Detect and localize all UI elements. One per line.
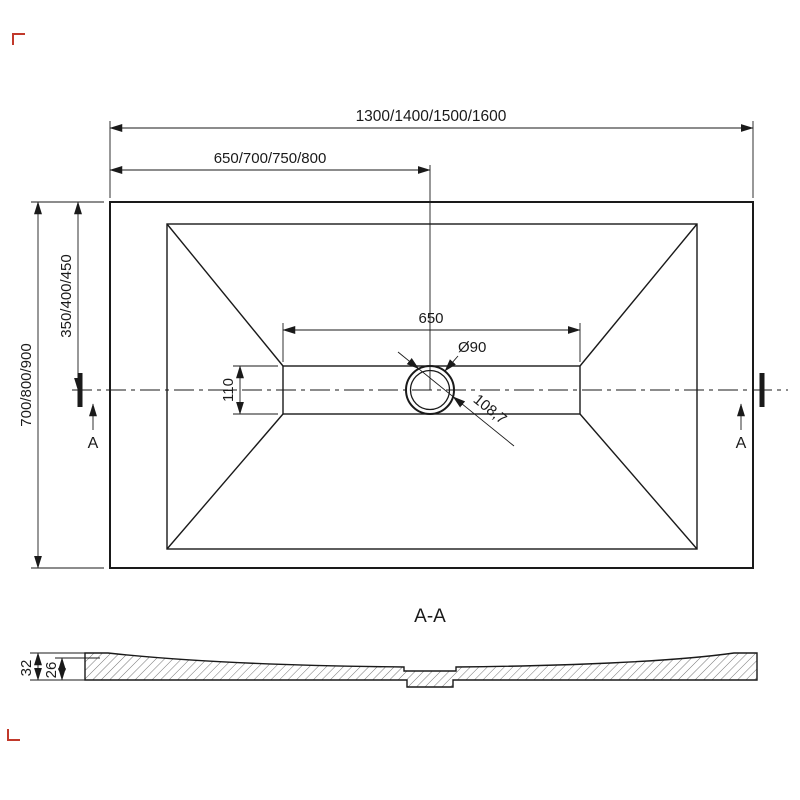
dim-flat-height-label: 110 xyxy=(220,378,237,402)
section-cut-markers: A A xyxy=(77,373,765,452)
section-view: A-A 32 26 xyxy=(18,606,758,688)
dim-section-edge-label: 26 xyxy=(43,662,60,679)
section-letter-left: A xyxy=(88,435,99,452)
registration-marks xyxy=(7,33,25,741)
registration-mark-top-left xyxy=(12,33,25,45)
dim-drain-diameter-label: Ø90 xyxy=(458,339,486,356)
tray-inner-edge xyxy=(166,223,698,550)
slope-fold-bottom-right xyxy=(579,413,698,550)
section-letter-right: A xyxy=(736,435,747,452)
section-title: A-A xyxy=(414,606,446,627)
dim-drain-diagonal-label: 108,7 xyxy=(470,391,510,428)
dim-height-overall-label: 700/800/900 xyxy=(18,343,35,426)
dim-width-half-label: 650/700/750/800 xyxy=(214,150,327,167)
section-profile xyxy=(84,652,758,688)
slope-fold-top-left xyxy=(166,223,284,367)
top-view-dimensions: 1300/1400/1500/1600 650/700/750/800 700/… xyxy=(18,108,754,569)
registration-mark-bottom-left xyxy=(7,729,20,741)
slope-fold-bottom-left xyxy=(166,413,284,550)
dim-height-half-label: 350/400/450 xyxy=(58,254,75,337)
dim-flat-width-label: 650 xyxy=(418,310,443,327)
slope-fold-top-right xyxy=(579,223,698,367)
dim-width-overall-label: 1300/1400/1500/1600 xyxy=(356,108,507,125)
tray-outer-edge xyxy=(109,201,754,569)
dim-section-total-label: 32 xyxy=(18,660,35,677)
